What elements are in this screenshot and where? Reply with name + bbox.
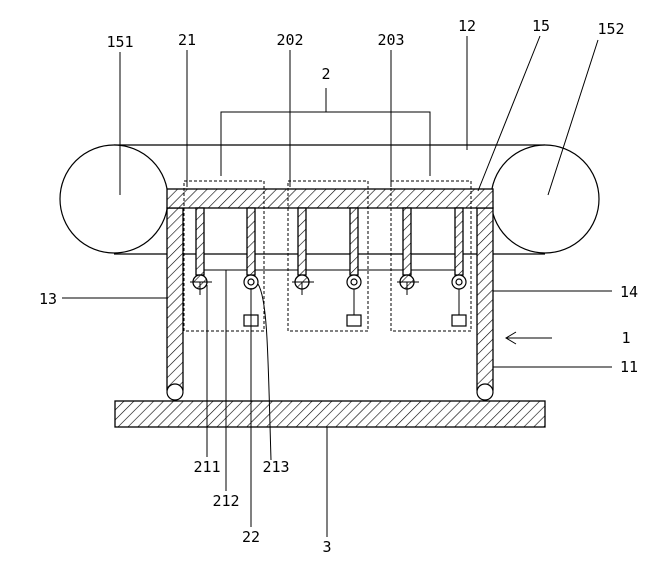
module-202 xyxy=(287,180,369,332)
top-plate xyxy=(166,188,494,209)
left-side-wall xyxy=(166,207,184,391)
label-11: 11 xyxy=(620,358,638,376)
label-212: 212 xyxy=(212,492,239,510)
label-1: 1 xyxy=(621,329,630,347)
left-roller xyxy=(59,144,169,254)
label-202: 202 xyxy=(276,31,303,49)
label-2: 2 xyxy=(321,65,330,83)
label-213: 213 xyxy=(262,458,289,476)
label-203: 203 xyxy=(377,31,404,49)
label-12: 12 xyxy=(458,17,476,35)
label-152: 152 xyxy=(597,20,624,38)
label-211: 211 xyxy=(193,458,220,476)
label-3: 3 xyxy=(322,538,331,556)
label-13: 13 xyxy=(39,290,57,308)
bracket-2 xyxy=(220,88,431,176)
label-22: 22 xyxy=(242,528,260,546)
right-wheel xyxy=(476,383,494,401)
right-roller xyxy=(490,144,600,254)
label-15: 15 xyxy=(532,17,550,35)
label-21: 21 xyxy=(178,31,196,49)
arrow-1 xyxy=(505,331,552,345)
leader-lines xyxy=(62,35,612,537)
module-203 xyxy=(390,180,472,332)
right-side-wall xyxy=(476,207,494,391)
left-wheel xyxy=(166,383,184,401)
module-21 xyxy=(183,180,265,332)
base-plate xyxy=(114,400,546,428)
label-14: 14 xyxy=(620,283,638,301)
label-151: 151 xyxy=(106,33,133,51)
